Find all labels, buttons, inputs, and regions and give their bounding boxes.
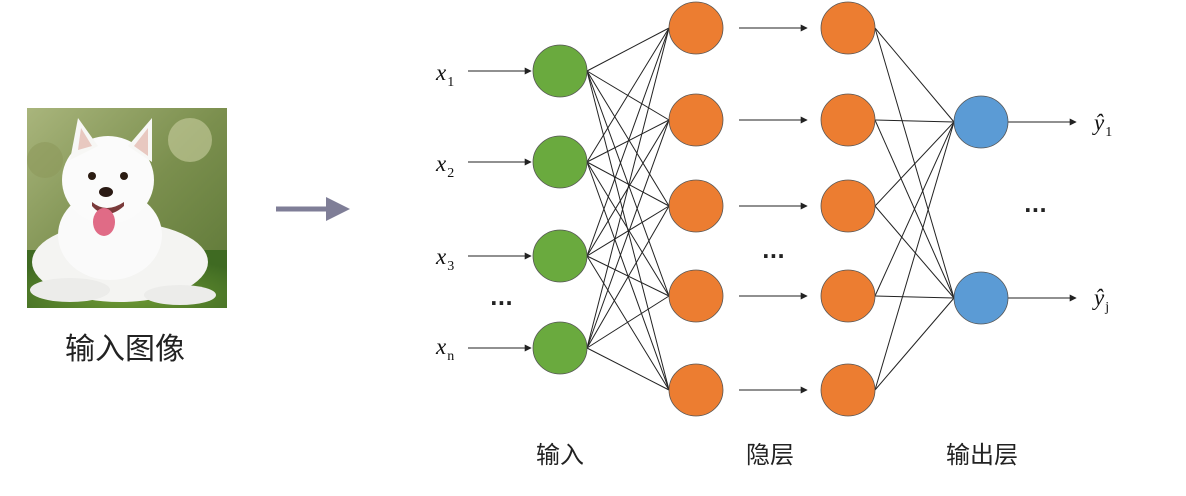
flow-arrows	[468, 24, 1077, 394]
edge-input-hidden	[586, 255, 670, 297]
output-label-1: ŷ1	[1092, 110, 1112, 140]
input-node	[532, 44, 588, 98]
edge-input-hidden	[586, 205, 670, 257]
hidden-node	[668, 269, 724, 323]
network-nodes	[532, 1, 1009, 417]
edge-input-hidden	[586, 27, 670, 349]
input-node	[532, 321, 588, 375]
hidden-node	[668, 179, 724, 233]
hidden-ellipsis: ...	[762, 239, 785, 263]
edge-hidden-output	[874, 119, 955, 123]
edge-input-hidden	[586, 70, 670, 207]
connection-lines	[586, 27, 955, 391]
layer-title-output: 输出层	[946, 441, 1018, 469]
edge-hidden-output	[874, 27, 955, 123]
hidden-node	[820, 363, 876, 417]
input-ellipsis: ...	[490, 286, 513, 310]
layer-title-hidden: 隐层	[746, 441, 794, 469]
hidden-node	[668, 363, 724, 417]
arrow-right-icon	[276, 197, 350, 221]
input-label-n: xn	[435, 334, 454, 364]
edge-hidden-output	[874, 121, 955, 207]
hidden-node	[820, 93, 876, 147]
input-image-dog	[27, 108, 227, 308]
edge-input-hidden	[586, 27, 670, 72]
edge-input-hidden	[586, 119, 670, 349]
edge-hidden-output	[874, 295, 955, 299]
input-label-1: x1	[435, 60, 454, 90]
edge-hidden-output	[874, 121, 955, 297]
edge-input-hidden	[586, 205, 670, 349]
input-node	[532, 135, 588, 189]
input-label-3: x3	[435, 244, 454, 274]
hidden-node	[820, 179, 876, 233]
edge-input-hidden	[586, 295, 670, 349]
edge-input-hidden	[586, 161, 670, 297]
output-ellipsis: ...	[1024, 193, 1047, 217]
output-node	[953, 271, 1009, 325]
edge-input-hidden	[586, 347, 670, 391]
output-node	[953, 95, 1009, 149]
hidden-node	[820, 1, 876, 55]
edge-hidden-output	[874, 297, 955, 391]
edge-input-hidden	[586, 161, 670, 207]
layer-title-input: 输入	[536, 441, 584, 469]
hidden-node	[820, 269, 876, 323]
edge-input-hidden	[586, 255, 670, 391]
output-label-j: ŷj	[1092, 285, 1109, 315]
image-caption: 输入图像	[65, 332, 185, 367]
edge-input-hidden	[586, 27, 670, 163]
input-label-2: x2	[435, 151, 454, 181]
edge-hidden-output	[874, 205, 955, 299]
hidden-node	[668, 1, 724, 55]
edge-hidden-output	[874, 27, 955, 299]
input-node	[532, 229, 588, 283]
edge-hidden-output	[874, 121, 955, 391]
edge-input-hidden	[586, 27, 670, 257]
hidden-node	[668, 93, 724, 147]
